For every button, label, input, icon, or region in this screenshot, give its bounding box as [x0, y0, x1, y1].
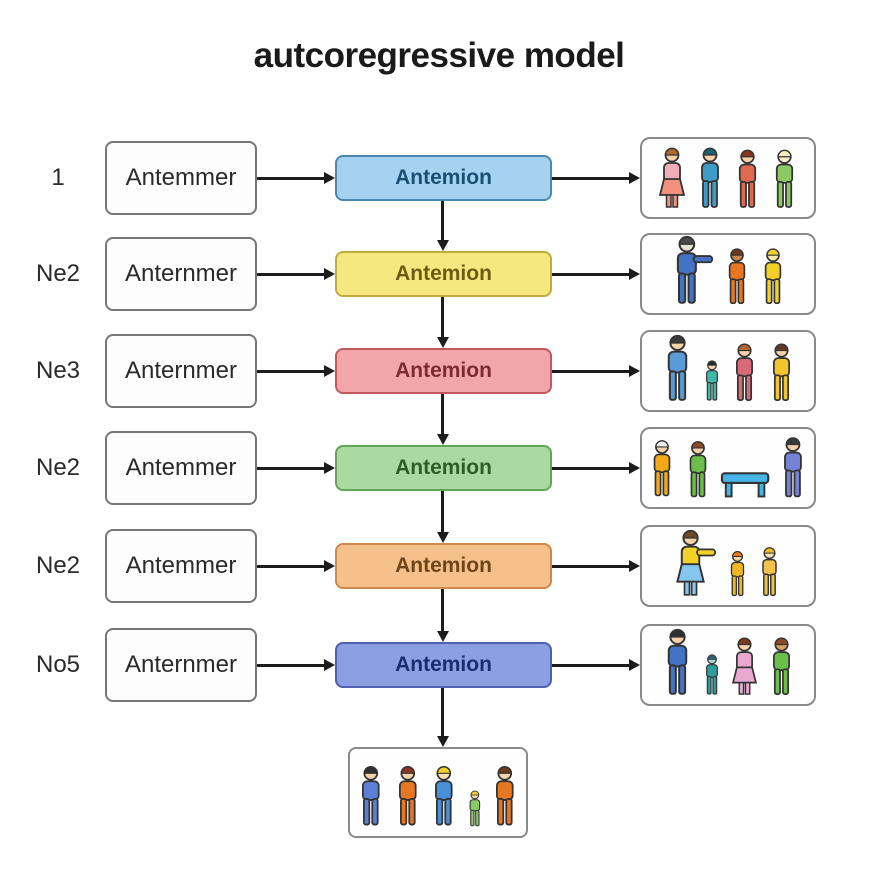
model-block: Antemion — [335, 251, 552, 297]
arrow-right-icon — [552, 369, 630, 373]
input-box-label: Anternmer — [124, 260, 238, 287]
person-icon — [689, 441, 707, 498]
person-icon — [435, 766, 453, 826]
step-label: 1 — [51, 164, 65, 191]
step-label: No5 — [35, 651, 81, 678]
person-icon — [653, 440, 671, 497]
person-icon — [762, 547, 777, 597]
diagram-title: autcoregressive model — [253, 36, 625, 75]
model-block-label: Antemion — [395, 456, 492, 479]
model-block-label: Antemion — [395, 554, 492, 577]
person-icon — [398, 766, 417, 826]
step-label: Ne2 — [35, 552, 81, 579]
model-block-label: Antemion — [395, 262, 492, 285]
arrow-down-icon — [441, 589, 444, 632]
person-icon — [496, 766, 514, 826]
input-box: Anternmer — [105, 628, 257, 702]
arrow-right-icon — [257, 466, 325, 470]
step-label: Ne3 — [35, 357, 81, 384]
input-box-label: Anternmer — [124, 357, 238, 384]
person-icon — [784, 437, 802, 498]
table-icon — [720, 472, 770, 498]
person-icon — [772, 343, 790, 401]
person-icon — [730, 550, 745, 597]
person-icon — [705, 360, 718, 401]
people-panel — [640, 624, 816, 706]
arrow-right-icon — [552, 663, 630, 667]
arrow-right-icon — [257, 176, 325, 180]
arrow-right-icon — [552, 564, 630, 568]
person-icon — [775, 149, 794, 208]
arrow-right-icon — [257, 564, 325, 568]
arrow-down-icon — [441, 201, 444, 241]
model-block-label: Antemion — [395, 359, 492, 382]
arrow-right-icon — [552, 466, 630, 470]
people-panel — [640, 137, 816, 219]
people-panel — [640, 233, 816, 315]
arrow-right-icon — [257, 663, 325, 667]
arrow-down-icon — [441, 688, 444, 737]
person-icon — [728, 248, 745, 304]
arrow-down-icon — [441, 491, 444, 533]
arrow-down-icon — [441, 394, 444, 435]
arrow-right-icon — [257, 272, 325, 276]
model-block: Antemion — [335, 543, 552, 589]
model-block: Antemion — [335, 445, 552, 491]
arrow-right-icon — [257, 369, 325, 373]
people-panel — [640, 427, 816, 509]
model-block-label: Antemion — [395, 653, 492, 676]
final-output-panel — [348, 747, 528, 838]
input-box: Anternmer — [105, 237, 257, 311]
person-icon — [764, 248, 781, 304]
input-box: Antemmer — [105, 529, 257, 603]
people-panel — [640, 330, 816, 412]
person-icon — [658, 147, 686, 208]
person-icon — [738, 149, 757, 208]
person-icon — [705, 654, 718, 695]
input-box-label: Antemmer — [125, 164, 237, 191]
model-block-label: Antemion — [395, 166, 492, 189]
person-icon — [772, 637, 790, 695]
people-panel — [640, 525, 816, 607]
model-block: Antemion — [335, 642, 552, 688]
input-box-label: Antemmer — [125, 454, 237, 481]
person-icon — [731, 637, 757, 695]
model-block: Antemion — [335, 348, 552, 394]
person-icon — [667, 628, 687, 695]
step-label: Ne2 — [35, 260, 81, 287]
person-icon — [701, 147, 719, 208]
input-box-label: Antemmer — [125, 552, 237, 579]
arrow-right-icon — [552, 176, 630, 180]
person-icon — [676, 235, 713, 304]
person-icon — [735, 343, 753, 401]
person-icon — [362, 766, 380, 826]
arrow-right-icon — [552, 272, 630, 276]
input-box-label: Anternmer — [124, 651, 238, 678]
person-icon — [676, 529, 717, 596]
step-label: Ne2 — [35, 454, 81, 481]
input-box: Anternmer — [105, 334, 257, 408]
person-icon — [469, 790, 480, 827]
model-block: Antemion — [335, 155, 552, 201]
input-box: Antemmer — [105, 431, 257, 505]
input-box: Antemmer — [105, 141, 257, 215]
person-icon — [667, 334, 687, 401]
arrow-down-icon — [441, 297, 444, 338]
